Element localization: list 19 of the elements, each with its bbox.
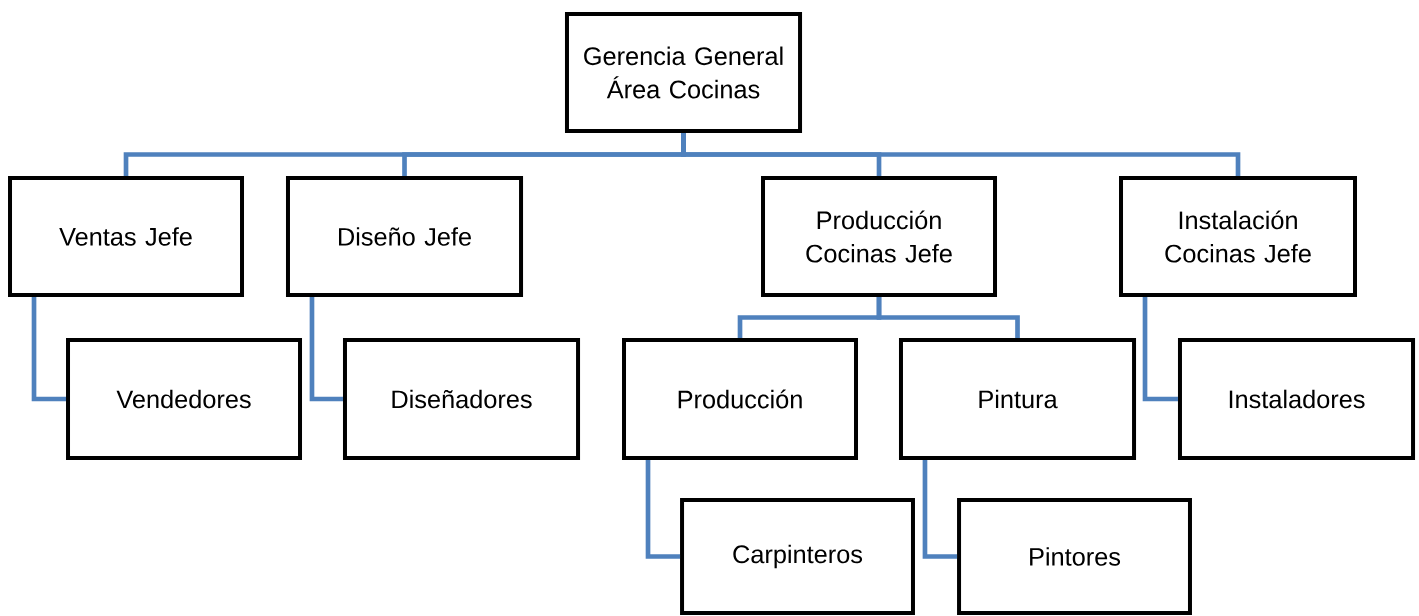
org-box: Instalación Cocinas Jefe <box>1119 175 1357 297</box>
connector-line <box>645 460 681 559</box>
connector-line <box>309 297 343 402</box>
connector-line <box>31 297 66 402</box>
connector-line <box>922 460 958 559</box>
org-box: Producción Cocinas Jefe <box>761 175 997 297</box>
org-box: Carpinteros <box>680 497 915 615</box>
org-box: Producción <box>622 338 858 460</box>
org-box: Pintores <box>957 497 1192 615</box>
org-box: Ventas Jefe <box>8 175 244 297</box>
org-box: Gerencia General Área Cocinas <box>565 11 803 134</box>
org-box: Diseñadores <box>343 338 581 460</box>
org-box: Instaladores <box>1178 338 1416 460</box>
org-box: Vendedores <box>66 338 302 460</box>
connector-line <box>876 297 1020 338</box>
connector-line <box>681 133 1241 176</box>
org-box: Pintura <box>899 338 1137 460</box>
connector-line <box>1142 297 1178 402</box>
org-box: Diseño Jefe <box>286 175 524 297</box>
